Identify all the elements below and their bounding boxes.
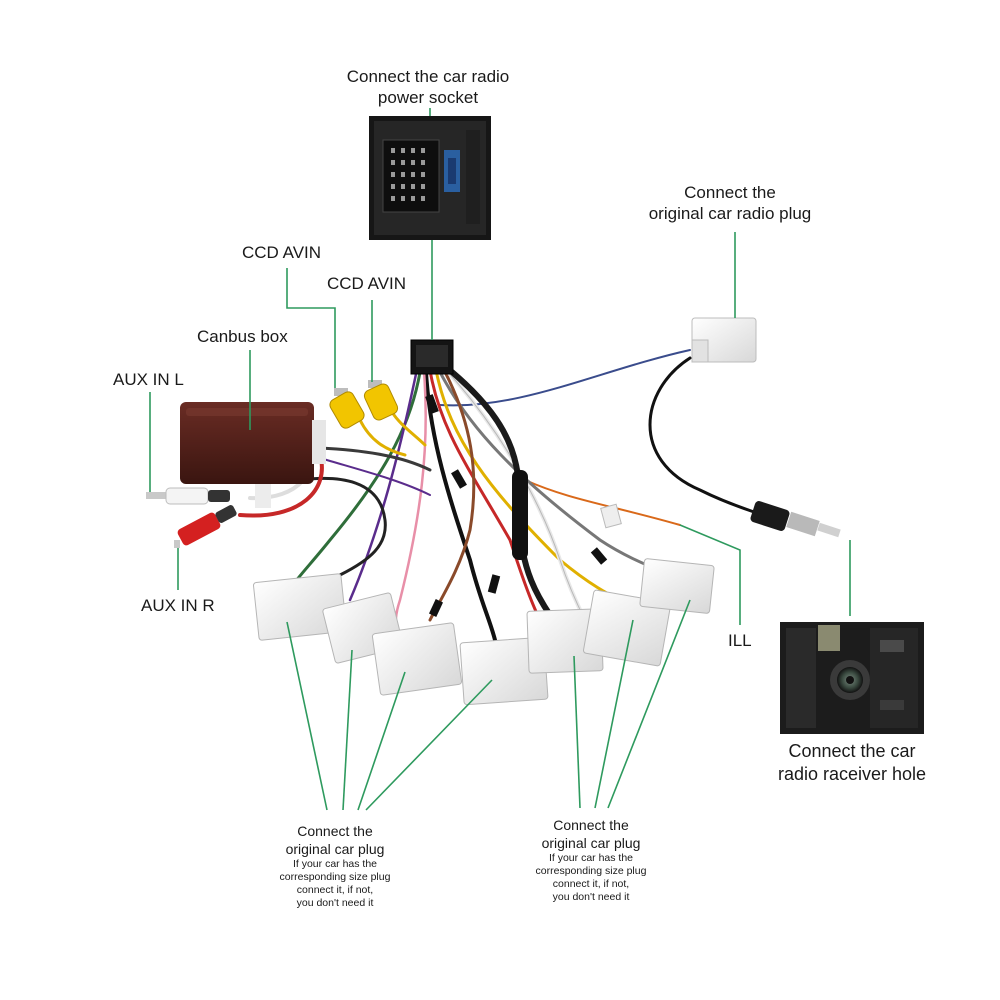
aux-in-r-label: AUX IN R xyxy=(141,596,215,615)
car-plug-connector-7 xyxy=(639,558,715,614)
plug-group-right-note-3: connect it, if not, xyxy=(552,878,630,890)
ccd-avin-label-2: CCD AVIN xyxy=(327,274,407,293)
main-harness-connector xyxy=(410,339,454,375)
plug-group-left-note-4: you don't need it xyxy=(296,897,374,909)
radio-plug-connector xyxy=(691,317,757,363)
ccd-avin-rca-plug-2 xyxy=(363,380,399,421)
receiver-hole-label-line-1: Connect the car xyxy=(788,741,916,761)
receiver-hole-label: Connect the car radio raceiver hole xyxy=(752,740,952,786)
car-plug-connector-6 xyxy=(583,589,671,667)
ill-label: ILL xyxy=(728,631,752,650)
plug-group-left-title-2: original car plug xyxy=(285,841,385,857)
ccd-avin-label-1: CCD AVIN xyxy=(242,243,322,262)
canbus-box-label: Canbus box xyxy=(197,327,288,346)
radio-plug-label-line-2: original car radio plug xyxy=(648,204,812,223)
plug-group-left-note-1: If your car has the xyxy=(292,858,378,870)
plug-group-right-title-2: original car plug xyxy=(541,835,641,851)
power-socket-label-line-2: power socket xyxy=(377,88,479,107)
plug-group-right-title-1: Connect the xyxy=(553,817,629,833)
radio-plug-label-line-1: Connect the xyxy=(684,183,776,202)
receiver-hole-label-line-2: radio raceiver hole xyxy=(777,764,927,784)
plug-group-right-caption: Connect the original car plug If your ca… xyxy=(506,816,676,904)
ill-plug xyxy=(600,503,622,529)
aux-in-l-rca-plug xyxy=(146,487,230,505)
plug-group-left-note-2: corresponding size plug xyxy=(279,871,391,883)
plug-group-right-note-1: If your car has the xyxy=(548,852,634,864)
radio-plug-label: Connect the original car radio plug xyxy=(620,182,840,224)
plug-group-left-caption: Connect the original car plug If your ca… xyxy=(250,822,420,910)
leader-lines xyxy=(149,108,851,811)
power-socket-photo xyxy=(369,116,491,240)
ccd-avin-rca-plug-1 xyxy=(329,388,365,429)
plug-group-left-note-3: connect it, if not, xyxy=(296,884,374,896)
aux-in-r-rca-plug xyxy=(174,505,237,548)
car-plug-connector-1 xyxy=(253,573,347,641)
antenna-plug xyxy=(750,501,841,538)
car-plug-connector-3 xyxy=(371,622,463,696)
plug-group-right-note-4: you don't need it xyxy=(552,891,630,903)
plug-group-left-title-1: Connect the xyxy=(297,823,373,839)
canbus-box xyxy=(180,402,326,508)
aux-in-l-label: AUX IN L xyxy=(113,370,184,389)
plug-group-right-note-2: corresponding size plug xyxy=(535,865,647,877)
power-socket-label-line-1: Connect the car radio xyxy=(346,67,510,86)
power-socket-label: Connect the car radio power socket xyxy=(318,66,538,108)
antenna-hole-photo xyxy=(780,622,924,734)
